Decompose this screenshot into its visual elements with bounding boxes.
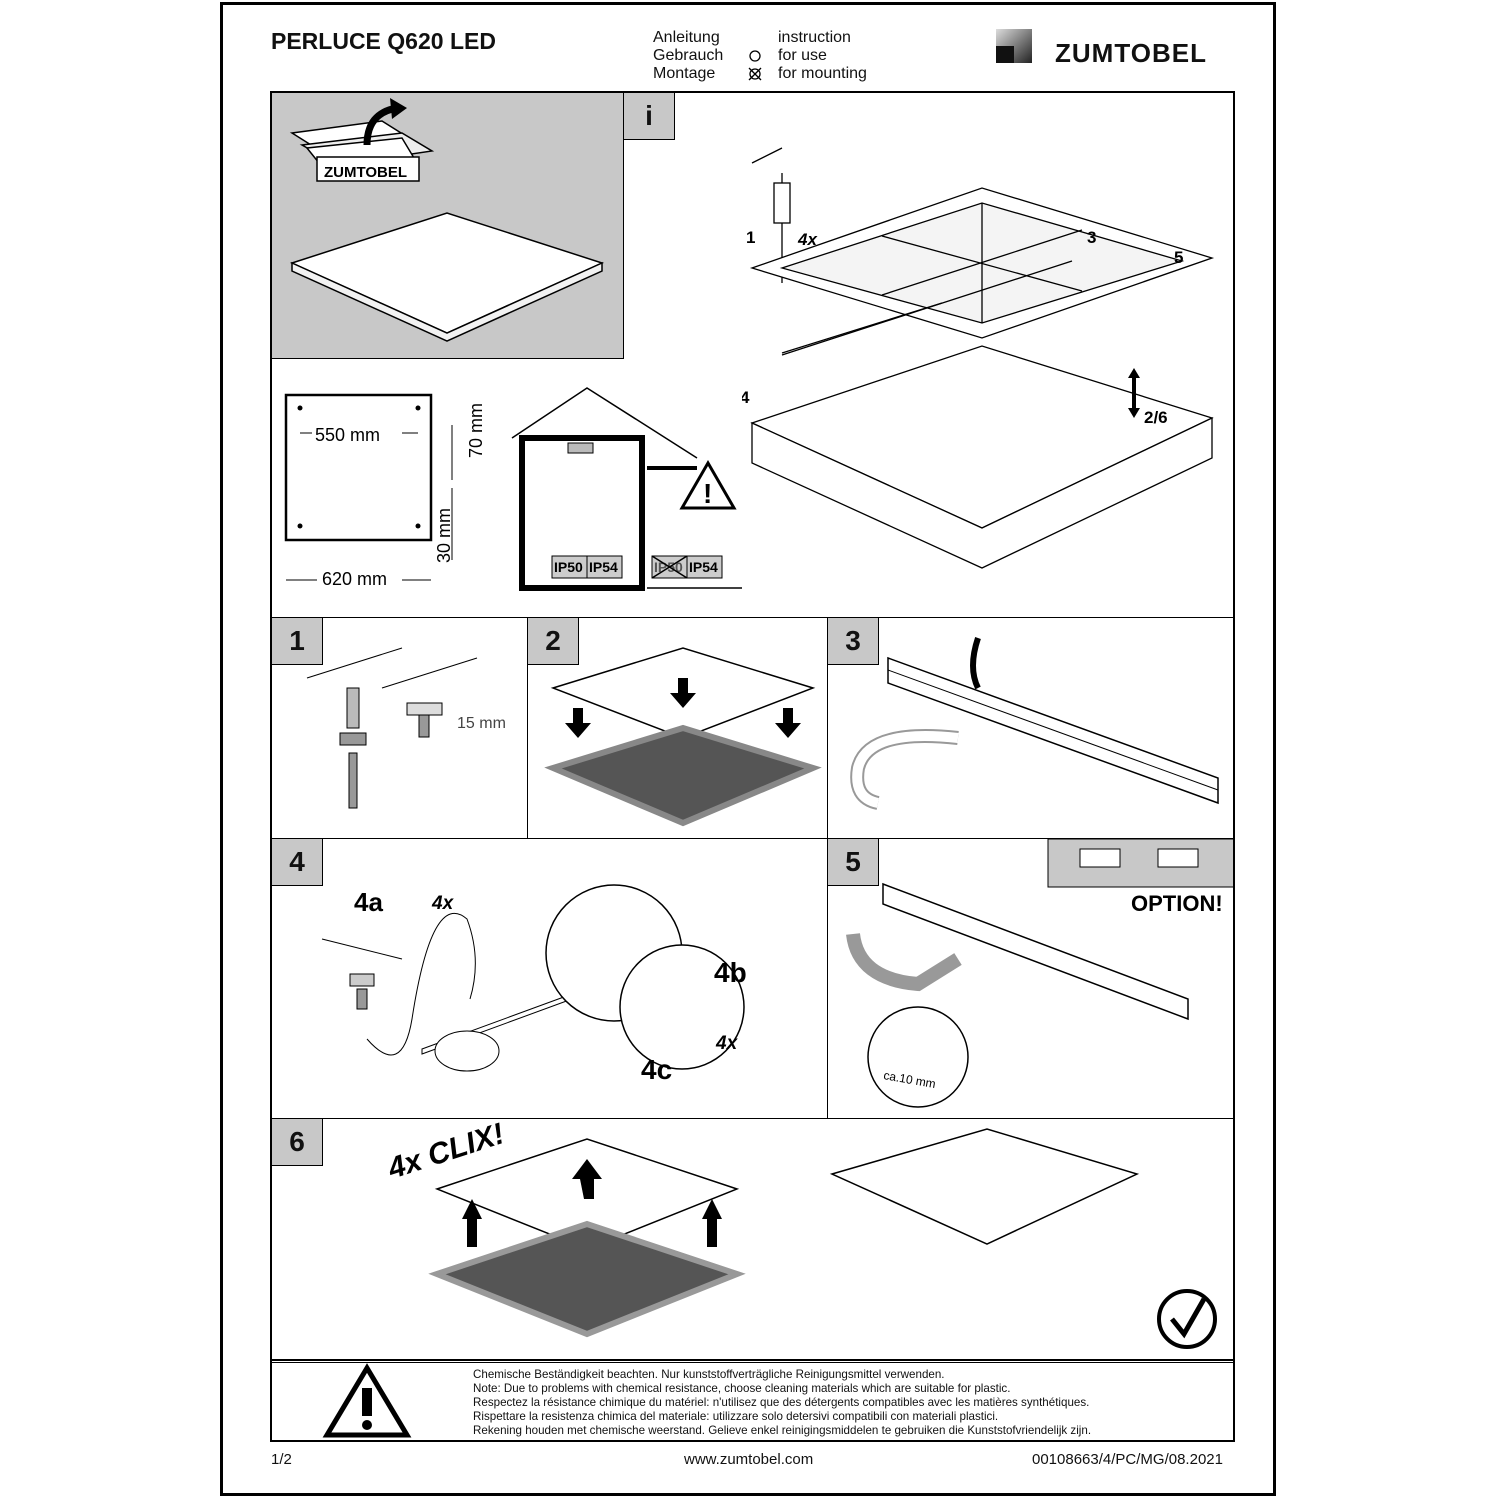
step-6-illustration: 4x CLIX! (383, 1117, 1217, 1349)
step-2-illustration (544, 647, 822, 827)
dim-15-label: 15 mm (457, 715, 506, 732)
label-for-use: for use (778, 47, 827, 64)
dim-550-label: 550 mm (315, 425, 380, 445)
label-for-mounting: for mounting (778, 65, 867, 82)
dim-70-label: 70 mm (466, 403, 486, 458)
dim-620-label: 620 mm (322, 569, 387, 589)
dimension-drawing: 550 mm 620 mm 70 mm 30 mm (284, 393, 486, 591)
dim-30-label: 30 mm (434, 508, 454, 563)
note-line-en: Note: Due to problems with chemical resi… (473, 1382, 1011, 1395)
note-line-nl: Rekening houden met chemische weerstand.… (473, 1424, 1092, 1437)
step-1-illustration: 15 mm (306, 647, 506, 809)
step-5-panel: 5 OPTION! ca.10 mm (828, 838, 1236, 1119)
step-4a-qty: 4x (431, 893, 455, 914)
step-3-number: 3 (845, 625, 861, 656)
step-1-number: 1 (289, 625, 305, 656)
page-frame (220, 2, 1276, 1496)
curved-arrow-icon (390, 98, 407, 119)
circle-icon (749, 50, 761, 62)
ip54-label-2: IP54 (689, 559, 718, 575)
header-symbols (748, 50, 762, 81)
step-3-panel: 3 (828, 617, 1235, 839)
step-4-illustration: 4a 4x 4b 4c 4x (321, 884, 747, 1085)
ip54-label: IP54 (589, 559, 618, 575)
step-4b-label: 4b (714, 957, 747, 988)
unbox-illustration: ZUMTOBEL (289, 98, 605, 342)
step-4c-qty: 4x (715, 1033, 739, 1054)
label-montage: Montage (653, 65, 716, 82)
crossed-circle-icon (749, 68, 761, 80)
document-code: 00108663/4/PC/MG/08.2021 (1032, 1451, 1223, 1468)
page-number: 1/2 (271, 1451, 292, 1468)
info-tag-label: i (645, 100, 653, 131)
note-line-it: Rispettare la resistenza chimica del mat… (473, 1410, 999, 1423)
callout-4: 4 (742, 388, 750, 407)
step-4a-label: 4a (354, 887, 383, 917)
callout-qty: 4x (797, 230, 818, 249)
header-col1: Anleitung Gebrauch Montage (653, 29, 723, 83)
instruction-grid: ZUMTOBEL i (270, 91, 1236, 1363)
note-line-de: Chemische Beständigkeit beachten. Nur ku… (473, 1368, 945, 1381)
label-anleitung: Anleitung (653, 29, 720, 46)
svg-text:!: ! (703, 478, 712, 509)
note-box (270, 1359, 1235, 1442)
step-2-number: 2 (545, 625, 561, 656)
chemical-resistance-note: Chemische Beständigkeit beachten. Nur ku… (473, 1368, 1223, 1438)
step-6-panel: 6 4x CLIX! (272, 1117, 1235, 1363)
step-3-illustration (850, 637, 1219, 810)
ip-rating-drawing: IP50 IP54 IP50 IP54 ! (511, 387, 742, 591)
step-6-number: 6 (289, 1126, 305, 1157)
step-4c-label: 4c (641, 1054, 672, 1085)
step-4-panel: 4 4a 4x 4b 4c 4x (272, 839, 828, 1119)
step-2-panel: 2 (528, 617, 828, 839)
step-5-number: 5 (845, 846, 861, 877)
ip50-label: IP50 (554, 559, 583, 575)
callout-1: 1 (746, 228, 755, 247)
info-tag: i (624, 93, 675, 140)
box-brand-label: ZUMTOBEL (324, 164, 407, 181)
label-gebrauch: Gebrauch (653, 47, 724, 64)
document-title: PERLUCE Q620 LED (271, 28, 496, 54)
header-col2: instruction for use for mounting (778, 29, 867, 83)
unbox-panel: ZUMTOBEL (272, 93, 624, 359)
label-instruction: instruction (778, 29, 851, 46)
exploded-view: 1 4x 3 5 4 2/6 (742, 147, 1215, 569)
option-label: OPTION! (1131, 891, 1223, 916)
step-1-panel: 1 15 mm (272, 617, 528, 839)
step-4-number: 4 (289, 846, 305, 877)
note-line-fr: Respectez la résistance chimique du maté… (473, 1396, 1090, 1409)
callout-2-6: 2/6 (1144, 408, 1168, 427)
callout-5: 5 (1174, 248, 1183, 267)
step-5-illustration: OPTION! ca.10 mm (846, 838, 1236, 1108)
checkmark-icon (1157, 1289, 1217, 1349)
website-link[interactable]: www.zumtobel.com (684, 1451, 814, 1468)
warning-triangle-icon (322, 1363, 412, 1438)
zumtobel-logo-mark (996, 29, 1032, 63)
brand-logo-text: ZUMTOBEL (1055, 38, 1207, 68)
callout-3: 3 (1087, 228, 1096, 247)
warning-icon (679, 460, 737, 510)
